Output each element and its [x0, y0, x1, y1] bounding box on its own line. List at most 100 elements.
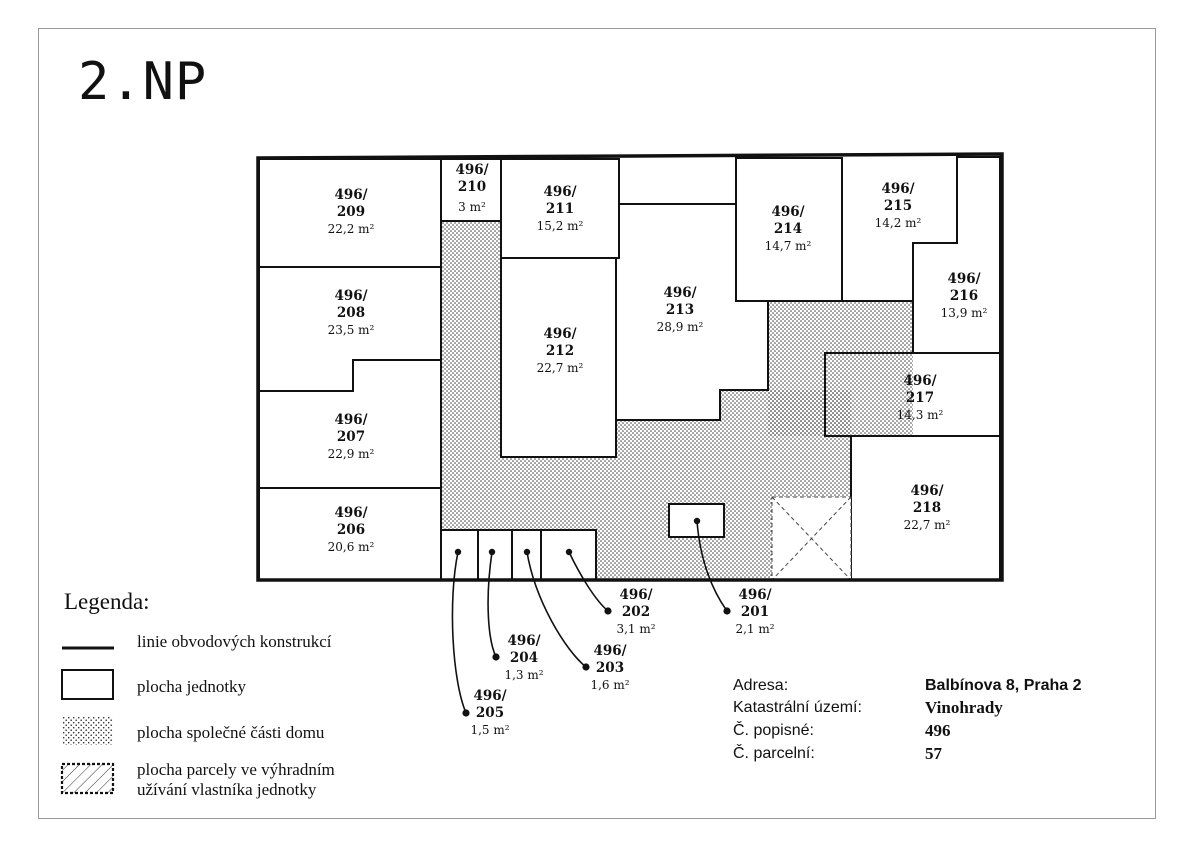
svg-text:204: 204 — [510, 650, 538, 666]
legend-label-exclusive-parcel: plocha parcely ve výhradním užívání vlas… — [137, 760, 335, 799]
cadastral-area-value: Vinohrady — [925, 698, 1003, 717]
svg-text:496/: 496/ — [473, 688, 506, 704]
svg-text:22,7 m²: 22,7 m² — [904, 518, 951, 532]
unit-212-outline — [500, 257, 617, 458]
svg-text:3,1 m²: 3,1 m² — [616, 622, 655, 636]
unit-label-214: 496/214 14,7 m² — [765, 204, 812, 253]
unit-label-210: 496/210 3 m² — [455, 162, 488, 214]
address-label: Adresa: — [733, 677, 789, 694]
svg-text:496/: 496/ — [881, 181, 914, 197]
marker-203-start — [523, 548, 531, 556]
svg-text:2,1 m²: 2,1 m² — [735, 622, 774, 636]
svg-text:214: 214 — [774, 221, 802, 237]
thick-line-symbol-icon — [62, 646, 114, 650]
svg-text:496/: 496/ — [738, 587, 771, 603]
legend-item-exclusive-parcel: plocha parcely ve výhradním užívání vlas… — [60, 759, 390, 803]
legend-item-unit-area: plocha jednotky — [60, 668, 390, 708]
svg-text:22,2 m²: 22,2 m² — [328, 222, 375, 236]
svg-text:14,2 m²: 14,2 m² — [875, 216, 922, 230]
svg-text:217: 217 — [906, 390, 934, 406]
unit-label-208: 496/208 23,5 m² — [328, 288, 375, 337]
svg-text:14,3 m²: 14,3 m² — [897, 408, 944, 422]
marker-203-end — [582, 663, 590, 671]
svg-text:14,7 m²: 14,7 m² — [765, 239, 812, 253]
svg-text:212: 212 — [546, 343, 574, 359]
unit-label-209: 496/209 22,2 m² — [328, 187, 375, 236]
leader-205 — [451, 551, 467, 714]
svg-text:15,2 m²: 15,2 m² — [537, 219, 584, 233]
unit-label-218: 496/218 22,7 m² — [904, 483, 951, 532]
svg-text:13,9 m²: 13,9 m² — [941, 306, 988, 320]
unit-204-outline — [477, 529, 513, 581]
svg-text:1,3 m²: 1,3 m² — [504, 668, 543, 682]
floor-title: 2.NP — [78, 52, 208, 112]
leader-202 — [568, 551, 609, 612]
leader-lines — [451, 520, 728, 714]
svg-text:20,6 m²: 20,6 m² — [328, 540, 375, 554]
marker-205-start — [454, 548, 462, 556]
unit-outlines — [258, 156, 1001, 581]
svg-text:203: 203 — [596, 660, 624, 676]
svg-text:496/: 496/ — [771, 204, 804, 220]
unit-label-203: 496/203 1,6 m² — [590, 643, 629, 692]
descriptive-number-value: 496 — [925, 721, 951, 740]
exclusive-parcel-area — [771, 496, 852, 581]
marker-201-start — [693, 517, 701, 525]
address-value: Balbínova 8, Praha 2 — [925, 677, 1082, 694]
svg-text:496/: 496/ — [619, 587, 652, 603]
unit-markers — [454, 517, 731, 717]
marker-204-start — [488, 548, 496, 556]
svg-text:207: 207 — [337, 429, 365, 445]
svg-text:496/: 496/ — [543, 184, 576, 200]
leader-201 — [696, 520, 728, 612]
hatched-box-symbol-icon — [60, 762, 115, 795]
svg-text:3 m²: 3 m² — [458, 200, 486, 214]
legend-label-unit-area: plocha jednotky — [137, 677, 247, 696]
svg-text:23,5 m²: 23,5 m² — [328, 323, 375, 337]
drawing-frame — [38, 28, 1156, 819]
empty-box-symbol-icon — [61, 669, 114, 700]
cadastral-area-label: Katastrální území: — [733, 699, 862, 716]
svg-text:496/: 496/ — [455, 162, 488, 178]
svg-text:496/: 496/ — [947, 271, 980, 287]
parcel-number-value: 57 — [925, 744, 942, 763]
leader-203 — [526, 551, 587, 668]
legend-item-common-area: plocha společné části domu — [60, 714, 390, 754]
svg-text:209: 209 — [337, 204, 365, 220]
building-perimeter — [256, 152, 1004, 582]
svg-text:206: 206 — [337, 522, 365, 538]
legend-label-common-area: plocha společné části domu — [137, 723, 325, 742]
marker-205-end — [462, 709, 470, 717]
legend-item-perimeter-line: linie obvodových konstrukcí — [60, 630, 390, 670]
marker-202-end — [604, 607, 612, 615]
unit-label-201: 496/201 2,1 m² — [735, 587, 774, 636]
legend-title: Legenda: — [64, 589, 150, 614]
svg-text:496/: 496/ — [593, 643, 626, 659]
unit-216-outline — [912, 156, 1001, 354]
svg-text:496/: 496/ — [334, 187, 367, 203]
svg-text:496/: 496/ — [334, 412, 367, 428]
unit-label-215: 496/215 14,2 m² — [875, 181, 922, 230]
svg-text:496/: 496/ — [663, 285, 696, 301]
svg-text:215: 215 — [884, 198, 912, 214]
unit-label-216: 496/216 13,9 m² — [941, 271, 988, 320]
dotted-box-symbol-icon — [62, 716, 113, 745]
svg-text:496/: 496/ — [334, 288, 367, 304]
svg-text:208: 208 — [337, 305, 365, 321]
legend-label-perimeter: linie obvodových konstrukcí — [137, 632, 332, 651]
svg-text:201: 201 — [741, 604, 769, 620]
marker-201-end — [723, 607, 731, 615]
svg-text:210: 210 — [458, 179, 486, 195]
svg-text:1,6 m²: 1,6 m² — [590, 678, 629, 692]
svg-text:216: 216 — [950, 288, 978, 304]
svg-text:496/: 496/ — [910, 483, 943, 499]
parcel-number-label: Č. parcelní: — [733, 745, 815, 762]
svg-text:218: 218 — [913, 500, 941, 516]
